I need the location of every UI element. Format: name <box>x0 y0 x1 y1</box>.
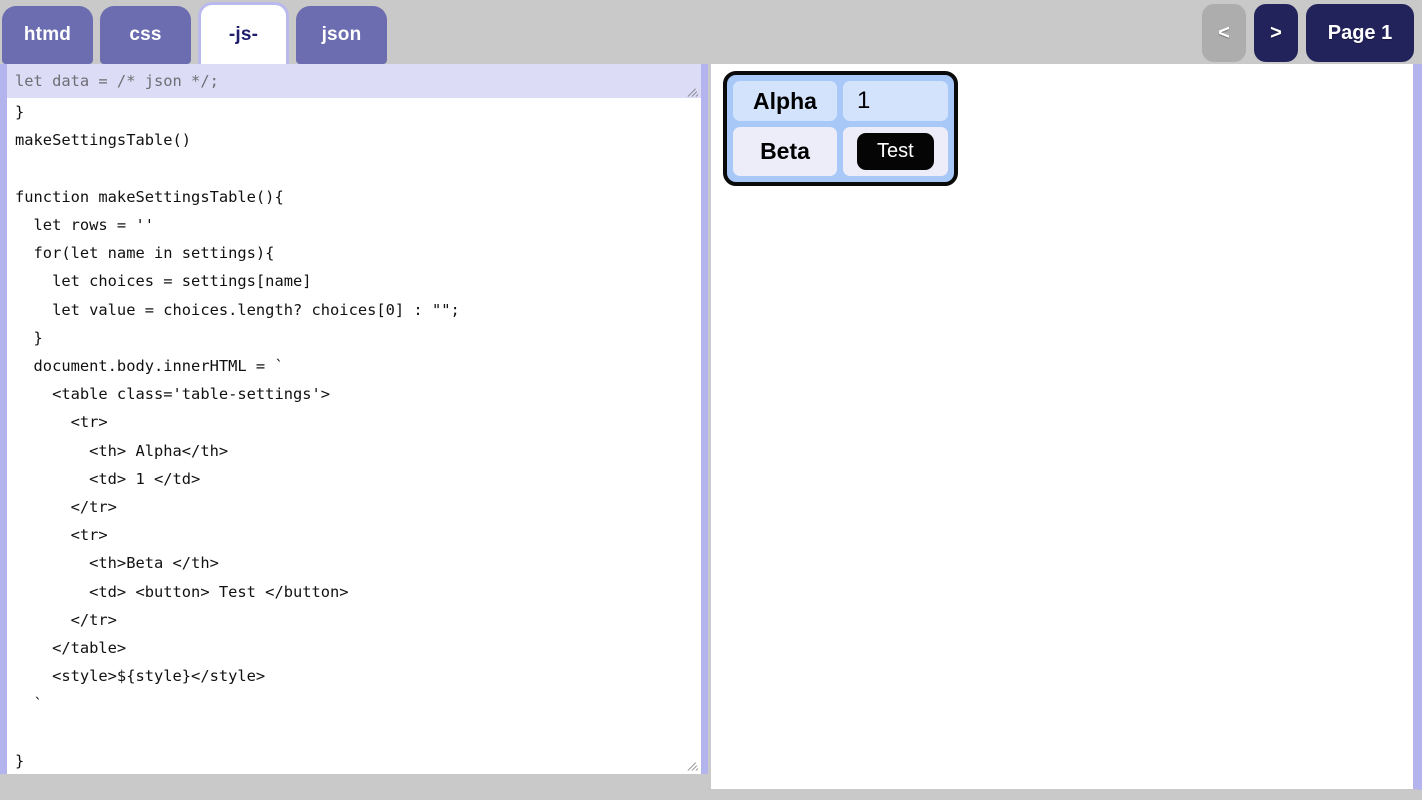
setting-value-beta: Test <box>843 127 948 176</box>
next-page-button[interactable]: > <box>1254 4 1298 62</box>
tab-css[interactable]: css <box>100 6 191 64</box>
previous-page-button[interactable]: < <box>1202 4 1246 62</box>
test-button[interactable]: Test <box>857 133 934 170</box>
setting-name-beta: Beta <box>733 127 837 176</box>
table-row: Beta Test <box>733 127 948 176</box>
setting-value-alpha: 1 <box>843 81 948 121</box>
preview-pane: Alpha 1 Beta Test <box>711 64 1422 790</box>
settings-table: Alpha 1 Beta Test <box>723 71 958 186</box>
top-bar: htmd css -js- json < > Page 1 <box>0 0 1422 64</box>
setting-name-alpha: Alpha <box>733 81 837 121</box>
code-editor-textarea[interactable] <box>7 64 701 774</box>
page-navigation: < > Page 1 <box>1202 4 1414 62</box>
data-declaration-header-textarea[interactable] <box>7 64 701 98</box>
table-row: Alpha 1 <box>733 81 948 121</box>
tab-json[interactable]: json <box>296 6 387 64</box>
editor-tab-strip: htmd css -js- json <box>0 0 387 64</box>
page-indicator-button[interactable]: Page 1 <box>1306 4 1414 62</box>
code-editor-pane <box>0 64 708 774</box>
tab-htmd[interactable]: htmd <box>2 6 93 64</box>
tab-js[interactable]: -js- <box>198 2 289 64</box>
